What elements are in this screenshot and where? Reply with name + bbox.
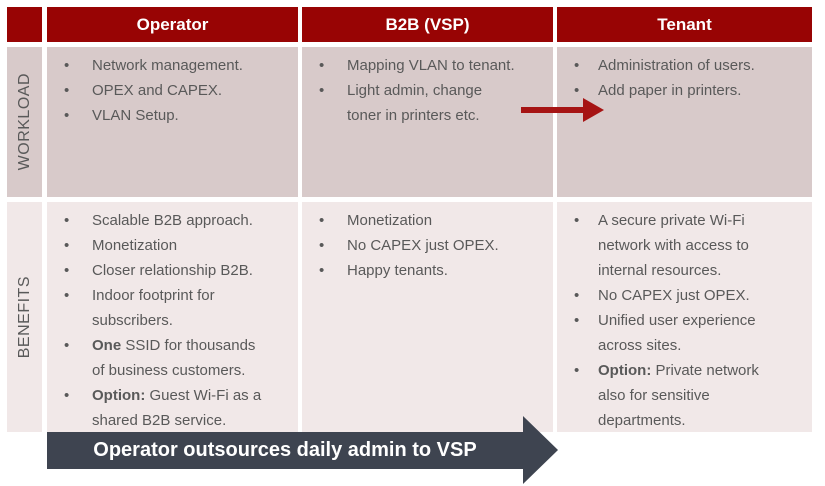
row-label-workload-text: WORKLOAD [15,73,33,171]
benefits-operator-list: Scalable B2B approach.MonetizationCloser… [47,202,298,433]
bullet-item: Administration of users. [557,53,812,78]
row-label-workload: WORKLOAD [7,47,42,197]
bullet-item: Scalable B2B approach. [47,208,298,233]
column-header-tenant-label: Tenant [657,14,712,34]
bullet-item: A secure private Wi-Fi network with acce… [557,208,812,283]
bullet-item: Network management. [47,53,298,78]
column-header-b2b-vsp: B2B (VSP) [302,7,553,42]
bullet-item: VLAN Setup. [47,103,298,128]
cell-benefits-tenant: A secure private Wi-Fi network with acce… [557,202,812,432]
column-header-b2b-vsp-label: B2B (VSP) [385,14,470,34]
bullet-item: Option: Guest Wi-Fi as a shared B2B serv… [47,383,298,433]
bullet-item: Happy tenants. [302,258,553,283]
cell-workload-tenant: Administration of users.Add paper in pri… [557,47,812,197]
bullet-item: Add paper in printers. [557,78,812,103]
benefits-tenant-list: A secure private Wi-Fi network with acce… [557,202,812,433]
workload-b2b-list: Mapping VLAN to tenant.Light admin, chan… [302,47,553,128]
cell-workload-b2b: Mapping VLAN to tenant.Light admin, chan… [302,47,553,197]
bullet-item: Light admin, change toner in printers et… [302,78,553,128]
benefits-b2b-list: MonetizationNo CAPEX just OPEX.Happy ten… [302,202,553,283]
bullet-item: Indoor footprint for subscribers. [47,283,298,333]
bullet-item: No CAPEX just OPEX. [557,283,812,308]
bullet-item: Option: Private network also for sensiti… [557,358,812,433]
cell-workload-operator: Network management.OPEX and CAPEX.VLAN S… [47,47,298,197]
header-corner-cell [7,7,42,42]
banner-arrow: Operator outsources daily admin to VSP [47,432,523,469]
column-header-tenant: Tenant [557,7,812,42]
workload-tenant-list: Administration of users.Add paper in pri… [557,47,812,103]
column-header-operator: Operator [47,7,298,42]
banner-label: Operator outsources daily admin to VSP [93,439,477,461]
column-header-operator-label: Operator [136,14,209,34]
row-label-benefits: BENEFITS [7,202,42,432]
bullet-item: Unified user experience across sites. [557,308,812,358]
bullet-item: OPEX and CAPEX. [47,78,298,103]
bullet-item: Mapping VLAN to tenant. [302,53,553,78]
bullet-item: One SSID for thousands of business custo… [47,333,298,383]
workload-operator-list: Network management.OPEX and CAPEX.VLAN S… [47,47,298,128]
cell-benefits-b2b: MonetizationNo CAPEX just OPEX.Happy ten… [302,202,553,432]
bullet-item: Monetization [47,233,298,258]
cell-benefits-operator: Scalable B2B approach.MonetizationCloser… [47,202,298,432]
bullet-item: No CAPEX just OPEX. [302,233,553,258]
workload-handoff-arrow-icon [521,98,604,122]
row-label-benefits-text: BENEFITS [15,275,33,359]
bullet-item: Closer relationship B2B. [47,258,298,283]
bullet-item: Monetization [302,208,553,233]
banner-arrow-head-icon [523,416,558,484]
